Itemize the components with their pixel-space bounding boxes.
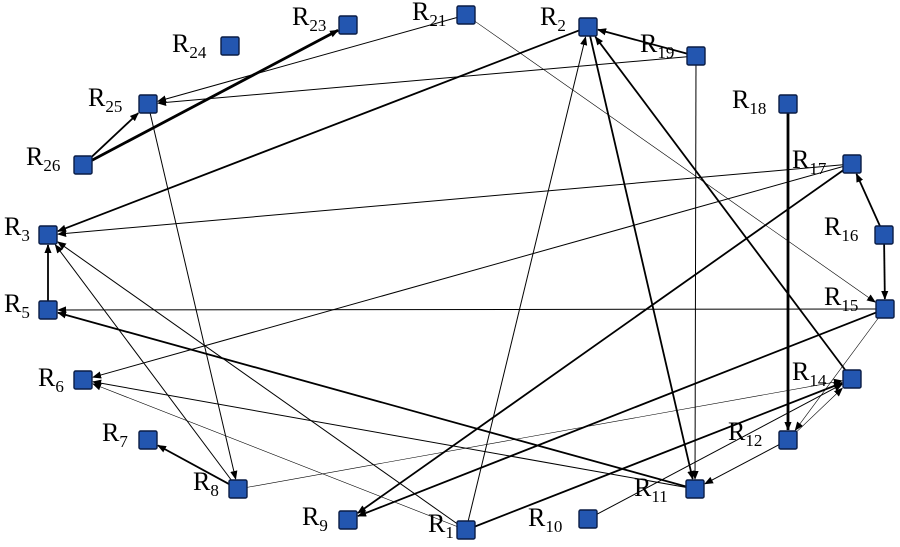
edge-r16-to-r17 [855, 173, 881, 227]
node-r7 [138, 430, 158, 450]
edge-r12-to-r14 [796, 387, 843, 432]
node-label-r3: R3 [4, 212, 30, 245]
edge-r12-to-r11 [704, 444, 780, 485]
node-r10 [578, 509, 598, 529]
node-r16 [874, 225, 894, 245]
edge-r16-to-r15 [881, 243, 889, 300]
node-r24 [220, 36, 240, 56]
node-r2 [578, 17, 598, 37]
node-label-r9: R9 [302, 502, 328, 535]
edge-r15-to-r12 [794, 317, 879, 431]
edge-r19-to-r11 [691, 64, 699, 480]
node-label-r2: R2 [540, 2, 566, 35]
edge-r1-to-r14 [474, 382, 843, 528]
edge-r17-to-r9 [357, 169, 844, 514]
node-r14 [842, 369, 862, 389]
node-label-r1: R1 [428, 509, 454, 542]
node-r3 [38, 225, 58, 245]
node-label-r5: R5 [4, 289, 30, 322]
node-label-r17: R17 [792, 145, 827, 178]
node-label-r7: R7 [102, 418, 128, 451]
node-r21 [456, 5, 476, 25]
node-label-r23: R23 [292, 2, 326, 35]
edge-r15-to-r5 [57, 306, 877, 314]
node-label-r18: R18 [732, 85, 766, 118]
edges-layer [44, 17, 889, 528]
edge-r1-to-r6 [92, 383, 458, 527]
edge-r11-to-r5 [57, 311, 687, 488]
node-r23 [338, 15, 358, 35]
node-r18 [778, 94, 798, 114]
edge-r1-to-r3 [57, 241, 458, 525]
node-label-r24: R24 [172, 29, 207, 62]
node-r11 [685, 479, 705, 499]
edge-r1-to-r2 [467, 36, 588, 522]
node-r26 [73, 155, 93, 175]
node-label-r15: R15 [824, 282, 858, 315]
node-r8 [228, 479, 248, 499]
node-r6 [73, 370, 93, 390]
node-r15 [875, 299, 895, 319]
node-r17 [842, 154, 862, 174]
edge-r17-to-r6 [92, 166, 844, 379]
edge-r19-to-r25 [157, 56, 688, 107]
edge-r8-to-r3 [54, 244, 232, 481]
node-label-r25: R25 [88, 83, 122, 116]
node-label-r14: R14 [792, 357, 827, 390]
node-label-r16: R16 [824, 212, 858, 245]
edge-r14-to-r2 [594, 36, 846, 371]
edge-r26-to-r25 [91, 112, 139, 158]
edge-r8-to-r14 [246, 378, 843, 488]
node-r25 [138, 94, 158, 114]
node-label-r26: R26 [26, 142, 60, 175]
nodes-layer [38, 5, 895, 540]
edge-r2-to-r11 [589, 35, 695, 480]
edge-r10-to-r14 [596, 383, 843, 515]
node-label-r8: R8 [193, 467, 219, 500]
node-r12 [778, 430, 798, 450]
node-r1 [456, 520, 476, 540]
node-label-r10: R10 [528, 503, 562, 536]
edge-r21-to-r15 [474, 21, 876, 303]
edge-r17-to-r3 [57, 164, 844, 237]
node-label-r21: R21 [412, 0, 446, 30]
node-r19 [686, 46, 706, 66]
node-label-r19: R19 [640, 29, 674, 62]
node-label-r11: R11 [634, 473, 668, 506]
edge-r8-to-r7 [157, 444, 230, 485]
node-r5 [38, 300, 58, 320]
node-label-r12: R12 [728, 417, 762, 450]
edge-r11-to-r6 [92, 379, 687, 488]
node-r9 [338, 510, 358, 530]
edge-r26-to-r23 [91, 28, 339, 162]
edge-r15-to-r9 [357, 311, 877, 517]
edge-r21-to-r25 [157, 17, 458, 103]
edge-r2-to-r3 [57, 29, 580, 233]
node-label-r6: R6 [38, 363, 64, 396]
edge-r19-to-r2 [597, 28, 688, 55]
edge-r25-to-r8 [149, 112, 238, 480]
